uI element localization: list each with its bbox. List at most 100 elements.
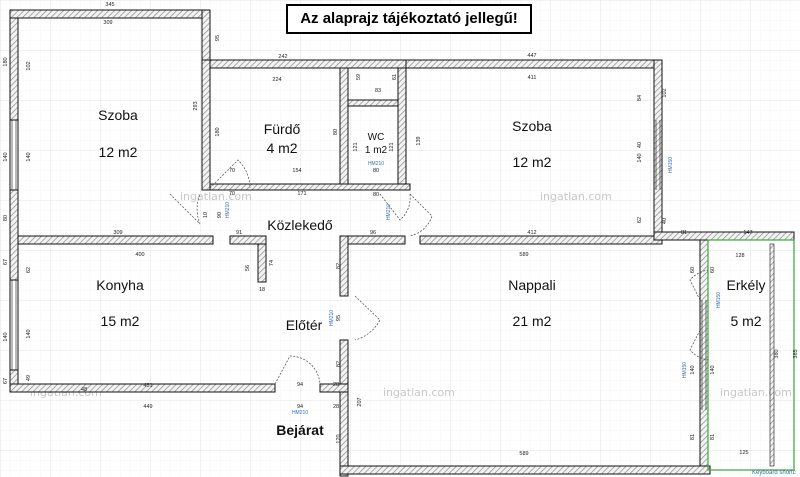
dim-label: 62 [637, 217, 643, 223]
dim-label: 80 [373, 192, 379, 198]
watermark: ingatlan.com [540, 190, 612, 203]
dim-label: 180 [3, 57, 9, 66]
dim-label: 309 [103, 20, 112, 26]
note-label: HM150 [682, 362, 688, 378]
room-area-erkely: 5 m2 [730, 313, 761, 329]
room-name-furdo: Fürdő [264, 121, 301, 137]
room-name-wc: WC [368, 132, 385, 143]
disclaimer-banner: Az alaprajz tájékoztató jellegű! [286, 4, 532, 34]
dim-label: 60 [710, 267, 716, 273]
watermark: ingatlan.com [180, 190, 252, 203]
dim-label: 96 [370, 230, 376, 236]
room-area-szoba-right: 12 m2 [513, 154, 552, 170]
dim-label: 81 [681, 230, 687, 236]
room-name-konyha: Konyha [96, 277, 144, 293]
dim-label: 128 [735, 253, 744, 259]
dimension-labels: 345 309 95 242 224 59 83 61 447 411 180 … [3, 2, 799, 457]
balcony-rail [769, 243, 775, 467]
dim-label: 589 [519, 451, 528, 457]
dim-label: 242 [278, 54, 287, 60]
dim-label: 411 [528, 75, 537, 81]
dim-label: 49 [26, 375, 32, 381]
dim-label: 385 [793, 349, 799, 358]
note-label: HM210 [368, 161, 384, 167]
dim-label: 80 [3, 215, 9, 221]
room-name-nappali: Nappali [508, 277, 555, 293]
dim-label: 61 [392, 74, 398, 80]
note-label: HM210 [329, 310, 335, 326]
dim-label: 309 [113, 230, 122, 236]
dim-label: 180 [215, 127, 221, 136]
dim-label: 62 [26, 267, 32, 273]
dim-label: 140 [3, 152, 9, 161]
note-label: HM150 [668, 157, 674, 173]
note-label: HM150 [716, 292, 722, 308]
dim-label: 447 [527, 53, 536, 59]
dim-label: 140 [637, 153, 643, 162]
watermark: ingatlan.com [720, 386, 792, 399]
zone-eloter: Előtér [286, 317, 323, 333]
room-name-szoba-right: Szoba [512, 118, 552, 134]
windows [11, 120, 707, 410]
dim-label: 10 [203, 212, 209, 218]
dim-label: 102 [26, 61, 32, 70]
dim-label: 449 [143, 404, 152, 410]
dim-label: 84 [637, 95, 643, 101]
dim-label: 139 [416, 136, 422, 145]
dim-label: 80 [373, 168, 379, 174]
dim-label: 82 [336, 263, 342, 269]
dim-label: 67 [3, 259, 9, 265]
dim-label: 83 [375, 88, 381, 94]
dim-label: 95 [215, 35, 221, 41]
dim-label: 224 [272, 77, 281, 83]
dim-label: 60 [690, 267, 696, 273]
room-area-konyha: 15 m2 [101, 313, 140, 329]
door-height-notes: HM210 HM210 HM210 HM210 HM210 HM150 HM15… [225, 157, 722, 416]
dim-label: 74 [269, 260, 275, 266]
dim-label: 412 [527, 230, 536, 236]
room-name-szoba-left: Szoba [98, 107, 138, 123]
dim-label: 81 [690, 434, 696, 440]
room-area-nappali: 21 m2 [513, 313, 552, 329]
walls [9, 9, 795, 477]
room-area-furdo: 4 m2 [266, 140, 297, 156]
dim-label: 140 [3, 332, 9, 341]
note-label: HM210 [386, 204, 392, 220]
dim-label: 70 [229, 168, 235, 174]
dim-label: 40 [662, 218, 668, 224]
dim-label: 18 [259, 287, 265, 293]
dim-label: 293 [193, 101, 199, 110]
dim-label: 140 [710, 365, 716, 374]
dim-label: 171 [297, 191, 306, 197]
dim-label: 140 [26, 152, 32, 161]
dim-label: 59 [356, 74, 362, 80]
dim-label: 94 [297, 382, 303, 388]
dim-label: 121 [353, 142, 359, 151]
dim-label: 345 [105, 2, 114, 8]
dim-label: 28 [333, 404, 339, 410]
doors [169, 159, 709, 385]
dim-label: 147 [743, 230, 752, 236]
dim-label: 140 [690, 365, 696, 374]
watermark: ingatlan.com [383, 386, 455, 399]
dim-label: 125 [739, 450, 748, 456]
dim-label: 102 [662, 88, 668, 97]
dim-label: 120 [336, 434, 342, 443]
balcony-outline [707, 239, 795, 471]
dim-label: 154 [292, 168, 301, 174]
dim-label: 140 [26, 329, 32, 338]
dim-label: 40 [637, 142, 643, 148]
dim-label: 121 [389, 142, 395, 151]
dim-label: 91 [236, 230, 242, 236]
zone-bejarat: Bejárat [276, 422, 324, 438]
dim-label: 48 [81, 387, 87, 393]
dim-label: 80 [333, 129, 339, 135]
dim-label: 82 [336, 361, 342, 367]
note-label: HM210 [292, 410, 308, 416]
dim-label: 94 [297, 404, 303, 410]
dim-label: 431 [143, 383, 152, 389]
dim-label: 56 [245, 265, 251, 271]
keyboard-shortcuts-link[interactable]: Keyboard shortc [752, 470, 796, 476]
dim-label: 70 [229, 191, 235, 197]
